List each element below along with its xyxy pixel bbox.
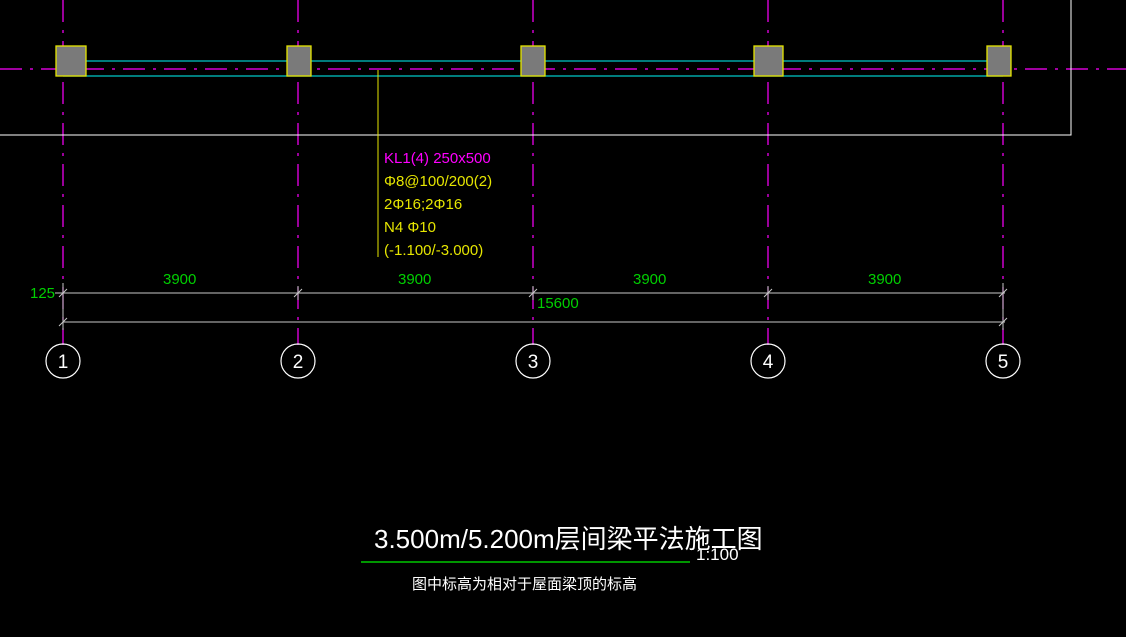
span-dim-2: 3900 <box>398 271 431 288</box>
columns <box>55 45 1012 77</box>
axis-bubble-4: 4 <box>750 343 786 379</box>
column-3 <box>520 45 546 77</box>
title-block: 3.500m/5.200m层间梁平法施工图 1:100 图中标高为相对于屋面梁顶… <box>361 524 763 593</box>
torsion-rebar-spec: N4 Φ10 <box>384 219 436 236</box>
stirrup-spec: Φ8@100/200(2) <box>384 173 492 190</box>
rebar-spec: 2Φ16;2Φ16 <box>384 196 462 213</box>
column-5 <box>986 45 1012 77</box>
span-dim-1: 3900 <box>163 271 196 288</box>
axis-bubble-1: 1 <box>45 343 81 379</box>
svg-text:3: 3 <box>528 352 539 373</box>
outer-border <box>0 0 1072 136</box>
drawing-note: 图中标高为相对于屋面梁顶的标高 <box>412 576 637 593</box>
dimension-texts: 125 3900 3900 3900 3900 15600 <box>30 271 901 312</box>
axis-bubbles: 1 2 3 4 5 <box>45 343 1021 379</box>
total-dim: 15600 <box>537 295 579 312</box>
column-2 <box>286 45 312 77</box>
span-dim-4: 3900 <box>868 271 901 288</box>
svg-text:5: 5 <box>998 352 1009 373</box>
svg-text:1: 1 <box>58 352 69 373</box>
edge-offset-dim: 125 <box>30 285 55 302</box>
drawing-title: 3.500m/5.200m层间梁平法施工图 <box>374 524 763 554</box>
beam-label: KL1(4) 250x500 <box>384 150 491 167</box>
axis-bubble-3: 3 <box>515 343 551 379</box>
axis-bubble-5: 5 <box>985 343 1021 379</box>
svg-text:2: 2 <box>293 352 304 373</box>
column-4 <box>753 45 784 77</box>
dimension-lines <box>55 283 1008 330</box>
column-1 <box>55 45 87 77</box>
span-dim-3: 3900 <box>633 271 666 288</box>
axis-bubble-2: 2 <box>280 343 316 379</box>
drawing-scale: 1:100 <box>696 545 739 564</box>
beam-annotation: KL1(4) 250x500 Φ8@100/200(2) 2Φ16;2Φ16 N… <box>384 150 492 259</box>
svg-text:4: 4 <box>763 352 774 373</box>
elevation-spec: (-1.100/-3.000) <box>384 242 483 259</box>
